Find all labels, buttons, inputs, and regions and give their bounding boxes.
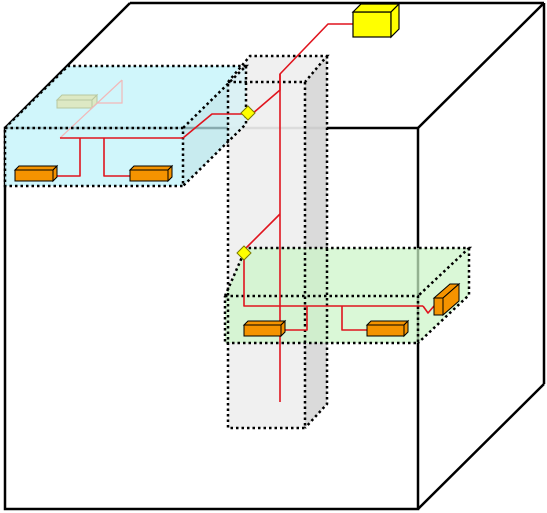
shaft-outline-side [304, 56, 329, 429]
junction-upper[interactable] [240, 105, 256, 121]
main-unit[interactable] [351, 2, 401, 39]
cube-edge-top-right [417, 2, 545, 129]
lower-zone-outline-top [223, 246, 473, 297]
upper-zone-overlap [228, 66, 246, 142]
cabling [56, 23, 435, 402]
cable-shaft-to-upper-junction [251, 74, 281, 115]
device-lower-right[interactable] [365, 319, 410, 338]
cable-lower-to-wall [422, 305, 435, 314]
cable-upper-drop-left [56, 138, 81, 177]
faded-cable-upper-2 [59, 79, 123, 139]
lower-zone-outline-front [223, 294, 420, 345]
shaft-top-face [228, 56, 327, 82]
shaft-side-face [305, 56, 327, 428]
lower-zone-outline-side [417, 248, 471, 344]
cable-lower-junction-to-floor [243, 258, 423, 307]
cable-upper-drop-right [103, 138, 130, 177]
shaft-outline-top [227, 54, 330, 83]
upper-zone-outline-top [4, 64, 250, 129]
upper-zone-outline-side [182, 66, 248, 187]
cable-main-to-shaft [279, 23, 355, 402]
faded-cable-upper [97, 80, 123, 104]
junction-lower[interactable] [236, 245, 252, 261]
cable-lower-drop-right [341, 306, 368, 331]
device-upper-right[interactable] [128, 164, 174, 183]
cable-upper-junction-to-floor [60, 113, 244, 139]
device-upper-left[interactable] [13, 164, 59, 183]
cube-edge-bottom-right [417, 383, 545, 510]
device-lower-wall[interactable] [432, 282, 461, 317]
upper-zone-top-face [5, 66, 246, 128]
lower-zone-top-face [225, 248, 469, 296]
device-lower-left[interactable] [242, 319, 287, 338]
cable-lower-drop-left [285, 306, 308, 331]
device-upper-back [55, 93, 99, 110]
